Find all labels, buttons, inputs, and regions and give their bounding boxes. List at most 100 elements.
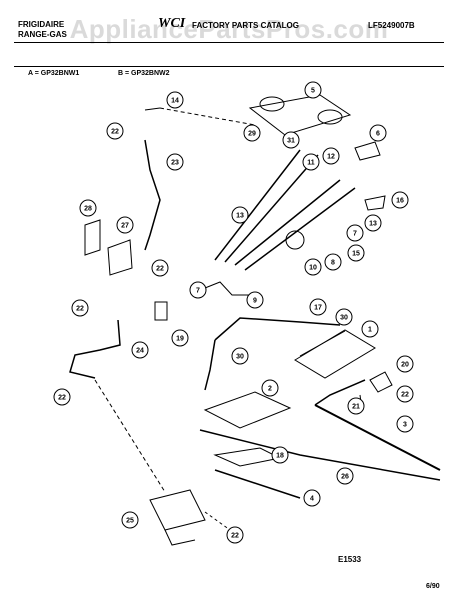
header-rule [14, 42, 444, 43]
burner-cap-left [259, 96, 285, 112]
svg-text:22: 22 [231, 533, 239, 540]
burner-1-edge [299, 330, 346, 357]
svg-text:14: 14 [171, 98, 179, 105]
svg-text:20: 20 [401, 362, 409, 369]
burner-tube-d [224, 154, 319, 263]
callout-23: 23 [166, 153, 184, 171]
callout-19: 19 [171, 329, 189, 347]
svg-text:17: 17 [314, 305, 322, 312]
callout-15: 15 [347, 244, 365, 262]
svg-text:22: 22 [156, 266, 164, 273]
svg-text:2: 2 [268, 386, 272, 393]
burner-tube-a [234, 179, 341, 266]
svg-text:27: 27 [121, 223, 129, 230]
callout-22: 22 [53, 388, 71, 406]
svg-text:12: 12 [327, 154, 335, 161]
bracket-6 [354, 141, 381, 161]
callout-20: 20 [396, 355, 414, 373]
svg-text:6: 6 [376, 131, 380, 138]
igniter-10 [285, 230, 305, 250]
svg-text:9: 9 [253, 298, 257, 305]
catalog-number: LF5249007B [368, 21, 415, 30]
svg-text:23: 23 [171, 160, 179, 167]
svg-text:13: 13 [236, 213, 244, 220]
callout-9: 9 [246, 291, 264, 309]
svg-text:26: 26 [341, 474, 349, 481]
callout-18: 18 [271, 446, 289, 464]
model-b-label: B = GP32BNW2 [118, 70, 170, 77]
callout-31: 31 [282, 131, 300, 149]
svg-text:21: 21 [352, 404, 360, 411]
model-rule [14, 66, 444, 67]
part-18 [213, 447, 282, 467]
svg-text:24: 24 [136, 348, 144, 355]
tube-17 [214, 317, 341, 341]
callout-30: 30 [231, 347, 249, 365]
callout-17: 17 [309, 298, 327, 316]
callout-22: 22 [71, 299, 89, 317]
brand-label: FRIGIDAIRE [18, 20, 65, 29]
svg-text:7: 7 [196, 288, 200, 295]
svg-text:7: 7 [353, 231, 357, 238]
tube-24 [69, 319, 121, 379]
bracket-16 [364, 195, 386, 211]
svg-text:22: 22 [76, 306, 84, 313]
svg-text:30: 30 [236, 354, 244, 361]
callout-7: 7 [346, 224, 364, 242]
svg-text:15: 15 [352, 251, 360, 258]
svg-text:3: 3 [403, 422, 407, 429]
tube-17-drop [204, 339, 216, 391]
burner-2 [203, 391, 292, 429]
svg-text:22: 22 [58, 395, 66, 402]
dash-14-5 [159, 107, 256, 126]
rod-4 [214, 469, 301, 499]
svg-text:16: 16 [396, 198, 404, 205]
callout-11: 11 [302, 153, 320, 171]
switch-28 [84, 219, 101, 256]
svg-text:10: 10 [309, 265, 317, 272]
callout-10: 10 [304, 258, 322, 276]
svg-text:28: 28 [84, 206, 92, 213]
range-label: RANGE-GAS [18, 30, 67, 39]
callout-3: 3 [396, 415, 414, 433]
catalog-title: FACTORY PARTS CATALOG [192, 21, 299, 30]
callout-27: 27 [116, 216, 134, 234]
part-19 [154, 301, 168, 321]
callout-12: 12 [322, 147, 340, 165]
dash-25-22 [204, 511, 231, 531]
callout-22: 22 [151, 259, 169, 277]
watermark-text: AppliancePartsPros.com [69, 14, 389, 44]
burner-head-assembly [248, 94, 352, 136]
figure-number: E1533 [338, 555, 362, 564]
wci-logo: WCI [158, 16, 186, 31]
bar-3-elbow [314, 379, 366, 406]
callout-22: 22 [226, 526, 244, 544]
pipe-14 [144, 107, 161, 111]
svg-text:13: 13 [369, 221, 377, 228]
model-a-label: A = GP32BNW1 [28, 70, 80, 77]
burner-tube-b [244, 187, 356, 271]
tube-23 [144, 139, 161, 251]
valve-25-base [164, 529, 196, 546]
burner-1 [294, 329, 376, 379]
wire-7 [199, 281, 250, 296]
svg-text:31: 31 [287, 138, 295, 145]
callout-30: 30 [335, 308, 353, 326]
svg-text:4: 4 [310, 496, 314, 503]
svg-text:18: 18 [276, 453, 284, 460]
svg-text:25: 25 [126, 518, 134, 525]
callout-4: 4 [303, 489, 321, 507]
callout-13: 13 [364, 214, 382, 232]
callout-22: 22 [396, 385, 414, 403]
callout-21: 21 [347, 397, 365, 415]
burner-cap-right [317, 109, 343, 125]
callout-7: 7 [189, 281, 207, 299]
callout-29: 29 [243, 124, 261, 142]
svg-text:22: 22 [401, 392, 409, 399]
date-code: 6/90 [426, 583, 440, 590]
svg-text:19: 19 [176, 336, 184, 343]
part-20 [369, 371, 393, 393]
callout-22: 22 [106, 122, 124, 140]
